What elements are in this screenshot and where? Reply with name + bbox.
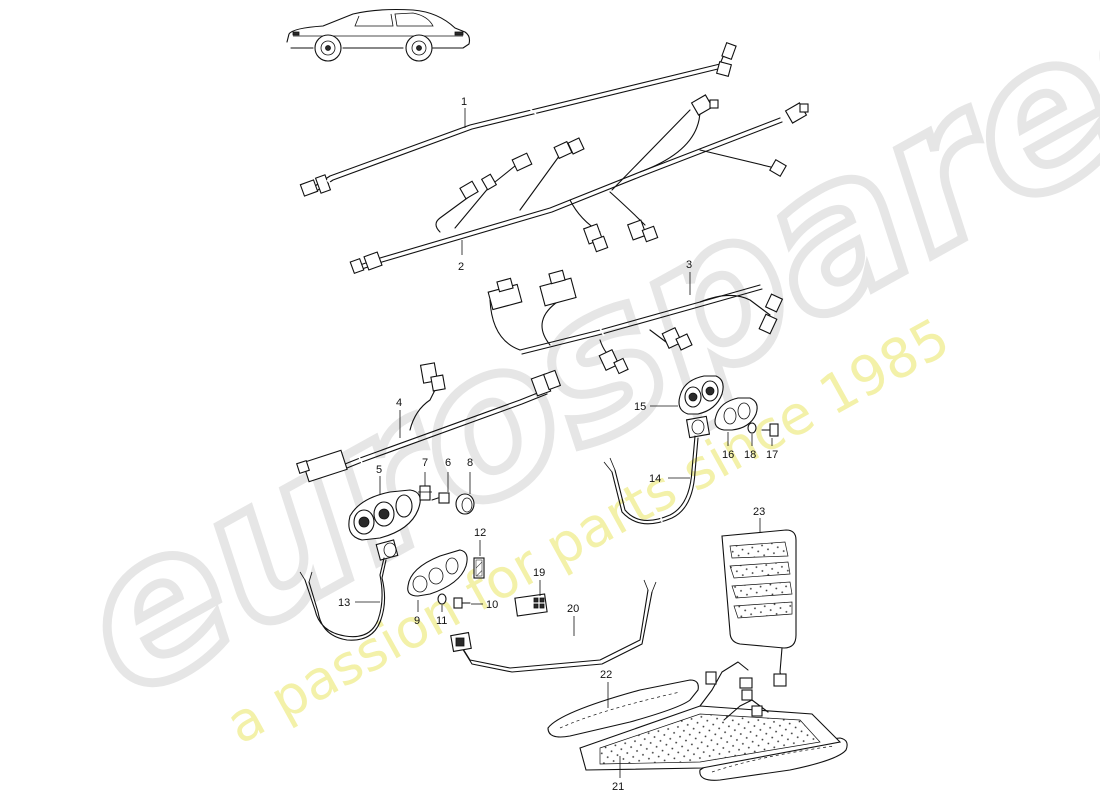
callout-19: 19 xyxy=(533,567,545,579)
callout-2: 2 xyxy=(458,261,464,273)
trim-panel-9 xyxy=(407,549,468,597)
screw-10 xyxy=(453,597,471,609)
wiring-harness-3 xyxy=(487,269,784,375)
callout-8: 8 xyxy=(467,457,473,469)
callout-16: 16 xyxy=(722,449,734,461)
callout-7: 7 xyxy=(422,457,428,469)
wiring-harness-1 xyxy=(299,42,737,197)
callout-18: 18 xyxy=(744,449,756,461)
wiring-20 xyxy=(450,579,657,673)
wiring-13 xyxy=(299,539,399,641)
callout-12: 12 xyxy=(474,527,486,539)
washer-18 xyxy=(747,422,757,434)
car-side-outline-icon xyxy=(286,8,471,62)
callout-10: 10 xyxy=(486,599,498,611)
switch-housing-5 xyxy=(348,489,421,541)
callout-14: 14 xyxy=(649,473,661,485)
callout-6: 6 xyxy=(445,457,451,469)
wiring-harness-4 xyxy=(296,362,562,483)
wiring-harness-2 xyxy=(349,94,809,275)
clip-7 xyxy=(418,485,432,501)
relay-19 xyxy=(514,593,548,617)
washer-11 xyxy=(437,593,447,605)
callout-11: 11 xyxy=(436,615,447,627)
screw-17 xyxy=(761,423,779,437)
backrest-heating-element-23 xyxy=(721,529,797,687)
trim-bezel-16 xyxy=(714,397,758,431)
callout-22: 22 xyxy=(600,669,612,681)
callout-1: 1 xyxy=(461,96,467,108)
callout-17: 17 xyxy=(766,449,778,461)
screw-6 xyxy=(431,492,450,504)
callout-23: 23 xyxy=(753,506,765,518)
callout-21: 21 xyxy=(612,781,624,793)
callout-13: 13 xyxy=(338,597,350,609)
callout-9: 9 xyxy=(414,615,420,627)
callout-5: 5 xyxy=(376,464,382,476)
watermark: eurospares a passion for parts since 198… xyxy=(36,0,1100,756)
switch-housing-15 xyxy=(678,375,724,415)
callout-3: 3 xyxy=(686,259,692,271)
cover-cap-8 xyxy=(455,493,475,515)
callout-20: 20 xyxy=(567,603,579,615)
wiring-14 xyxy=(603,415,711,525)
seat-heating-element-21 xyxy=(579,661,842,771)
module-12 xyxy=(473,557,485,579)
callout-15: 15 xyxy=(634,401,646,413)
callout-4: 4 xyxy=(396,397,402,409)
